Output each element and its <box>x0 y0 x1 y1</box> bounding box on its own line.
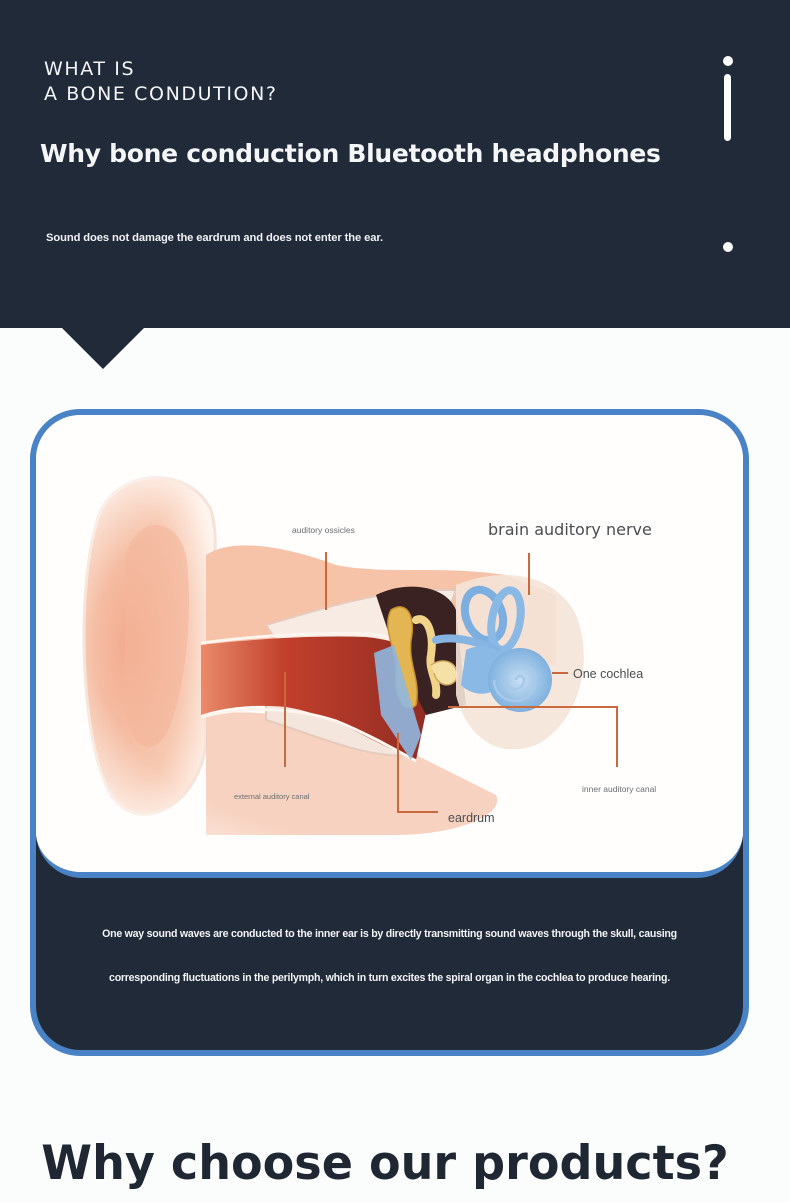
slide-dot-active[interactable] <box>724 74 731 141</box>
hero-title: Why bone conduction Bluetooth headphones <box>40 139 661 168</box>
label-external-auditory-canal: external auditory canal <box>234 792 310 801</box>
ear-diagram: auditory ossicles brain auditory nerve O… <box>36 415 743 878</box>
label-cochlea: One cochlea <box>573 667 644 681</box>
label-eardrum: eardrum <box>448 811 495 825</box>
hero-subtitle: Sound does not damage the eardrum and do… <box>46 232 384 244</box>
label-inner-auditory-canal: inner auditory canal <box>582 784 657 794</box>
card-description-line-1: One way sound waves are conducted to the… <box>102 928 677 940</box>
slide-dot-1[interactable] <box>723 56 733 66</box>
card-description-line-2: corresponding fluctuations in the perily… <box>109 972 670 984</box>
label-brain-auditory-nerve: brain auditory nerve <box>488 520 652 539</box>
ear-diagram-card: auditory ossicles brain auditory nerve O… <box>30 409 749 1056</box>
ear-anatomy-illustration <box>36 415 743 872</box>
hero-eyebrow: WHAT IS A BONE CONDUTION? <box>44 58 278 105</box>
hero-banner: WHAT IS A BONE CONDUTION? Why bone condu… <box>0 0 790 328</box>
slide-dot-3[interactable] <box>723 242 733 252</box>
label-auditory-ossicles: auditory ossicles <box>292 525 355 535</box>
hero-pointer-arrow <box>61 327 145 369</box>
section-title: Why choose our products? <box>41 1136 729 1191</box>
